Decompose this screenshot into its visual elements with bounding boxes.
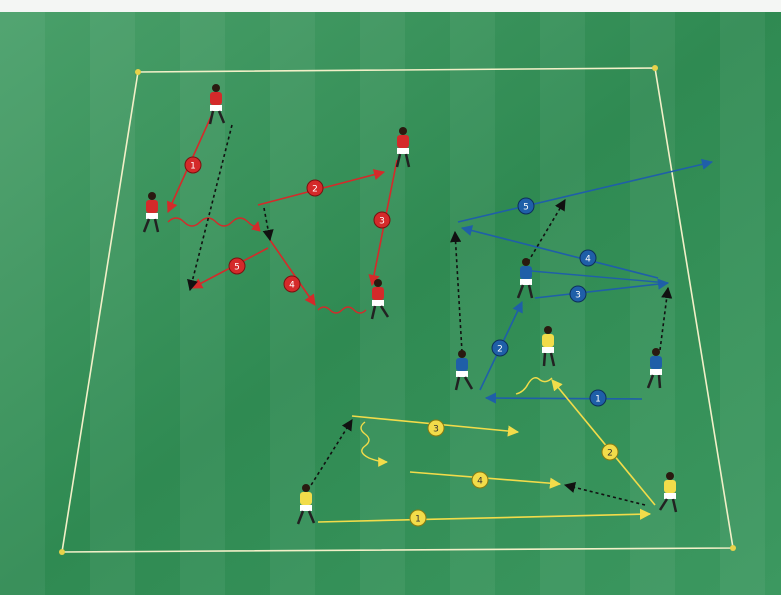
pass-number: 4 — [585, 255, 591, 265]
pass-number: 1 — [415, 515, 421, 525]
player-shorts — [456, 371, 468, 377]
pass-number: 5 — [523, 203, 529, 213]
player-shorts — [372, 300, 384, 306]
pass-number: 5 — [234, 263, 240, 273]
player-head — [399, 127, 407, 135]
top-white-band — [0, 0, 781, 12]
blue-pass-arrow-1 — [486, 398, 642, 399]
pass-number: 2 — [312, 185, 318, 195]
player-shirt — [146, 200, 158, 213]
player-shirt — [397, 135, 409, 148]
yellow-pass-label-1: 1 — [410, 510, 426, 526]
player-shorts — [210, 105, 222, 111]
player-head — [544, 326, 552, 334]
player-head — [302, 484, 310, 492]
cone-icon — [59, 549, 65, 555]
red-pass-label-4: 4 — [284, 276, 300, 292]
player-head — [148, 192, 156, 200]
player-head — [522, 258, 530, 266]
blue-pass-label-4: 4 — [580, 250, 596, 266]
blue-pass-label-2: 2 — [492, 340, 508, 356]
player-shirt — [664, 480, 676, 493]
pass-number: 1 — [595, 395, 601, 405]
player-shirt — [372, 287, 384, 300]
player-shorts — [146, 213, 158, 219]
player-shorts — [300, 505, 312, 511]
red-pass-label-2: 2 — [307, 180, 323, 196]
player-shorts — [650, 369, 662, 375]
pass-number: 2 — [497, 345, 503, 355]
pass-number: 3 — [575, 291, 581, 301]
player-head — [666, 472, 674, 480]
pass-number: 4 — [477, 477, 483, 487]
player-shorts — [397, 148, 409, 154]
player-shirt — [650, 356, 662, 369]
blue-pass-label-1: 1 — [590, 390, 606, 406]
player-shorts — [664, 493, 676, 499]
player-shirt — [300, 492, 312, 505]
yellow-pass-label-3: 3 — [428, 420, 444, 436]
player-head — [458, 350, 466, 358]
yellow-pass-label-2: 2 — [602, 444, 618, 460]
red-pass-label-3: 3 — [374, 212, 390, 228]
player-shorts — [542, 347, 554, 353]
blue-pass-label-5: 5 — [518, 198, 534, 214]
player-shorts — [520, 279, 532, 285]
pass-number: 4 — [289, 281, 295, 291]
player-head — [652, 348, 660, 356]
player-head — [212, 84, 220, 92]
red-pass-label-5: 5 — [229, 258, 245, 274]
player-leg — [544, 353, 545, 366]
red-pass-label-1: 1 — [185, 157, 201, 173]
player-shirt — [542, 334, 554, 347]
cone-icon — [135, 69, 141, 75]
player-shirt — [520, 266, 532, 279]
player-leg — [659, 375, 660, 388]
pass-number: 2 — [607, 449, 613, 459]
pass-number: 3 — [433, 425, 439, 435]
pass-number: 3 — [379, 217, 385, 227]
cone-icon — [652, 65, 658, 71]
player-shirt — [456, 358, 468, 371]
yellow-pass-label-4: 4 — [472, 472, 488, 488]
pass-number: 1 — [190, 162, 196, 172]
cone-icon — [730, 545, 736, 551]
blue-pass-label-3: 3 — [570, 286, 586, 302]
player-shirt — [210, 92, 222, 105]
player-head — [374, 279, 382, 287]
